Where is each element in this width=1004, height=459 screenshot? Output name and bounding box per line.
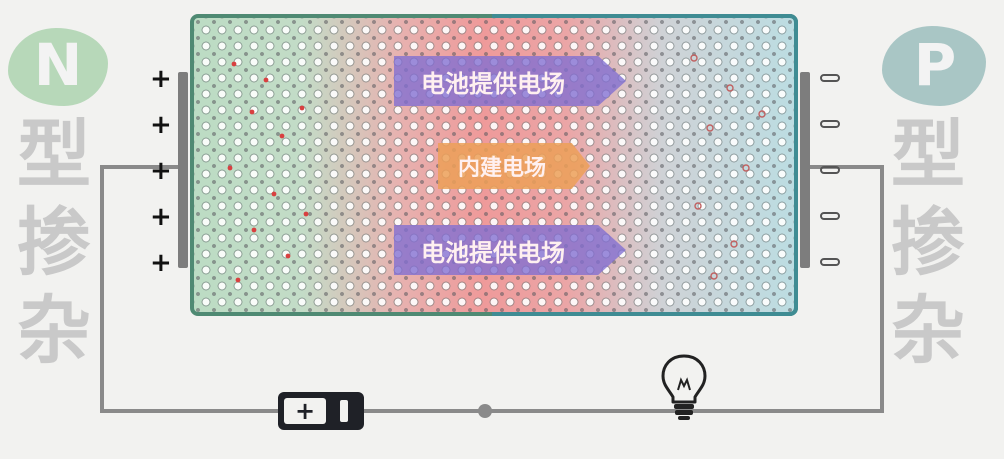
p-letter: P bbox=[913, 31, 957, 99]
n-char-1: 型 bbox=[17, 112, 91, 198]
ion-overlay bbox=[227, 54, 766, 283]
n-char-3: 杂 bbox=[17, 288, 91, 374]
panel-right-border bbox=[492, 14, 798, 316]
p-char-1: 型 bbox=[891, 112, 965, 198]
built-in-field-label: 内建电场 bbox=[457, 156, 546, 181]
right-electrode bbox=[800, 72, 810, 268]
plus-charge: + bbox=[150, 248, 172, 278]
n-char-2: 掺 bbox=[17, 200, 91, 286]
battery-plus-terminal: + bbox=[284, 398, 326, 424]
wire-right-vertical bbox=[880, 165, 884, 413]
wire-junction bbox=[478, 404, 492, 418]
light-bulb-icon bbox=[661, 354, 707, 420]
p-char-3: 杂 bbox=[891, 288, 965, 374]
minus-charge bbox=[820, 258, 840, 266]
minus-charge bbox=[820, 120, 840, 128]
battery-minus-terminal bbox=[340, 400, 348, 422]
minus-charge bbox=[820, 166, 840, 174]
plus-charge: + bbox=[150, 156, 172, 186]
battery-field-label-bottom: 电池提供电场 bbox=[421, 238, 565, 267]
plus-charge: + bbox=[150, 64, 172, 94]
plus-charge: + bbox=[150, 202, 172, 232]
n-letter: N bbox=[33, 31, 83, 99]
minus-charge bbox=[820, 212, 840, 220]
battery-field-arrow-top: 电池提供电场 bbox=[394, 56, 626, 106]
p-char-2: 掺 bbox=[891, 200, 965, 286]
battery-field-label-top: 电池提供电场 bbox=[421, 69, 565, 98]
wire-left-top bbox=[100, 165, 182, 169]
n-blob bbox=[8, 28, 108, 106]
p-blob bbox=[882, 26, 986, 106]
minus-charge bbox=[820, 74, 840, 82]
battery-icon: + bbox=[278, 392, 364, 430]
wire-left-vertical bbox=[100, 165, 104, 413]
wire-right-top bbox=[806, 165, 884, 169]
left-electrode bbox=[178, 72, 188, 268]
built-in-field-arrow: 内建电场 bbox=[438, 143, 590, 189]
plus-charge: + bbox=[150, 110, 172, 140]
battery-field-arrow-bottom: 电池提供电场 bbox=[394, 225, 626, 275]
